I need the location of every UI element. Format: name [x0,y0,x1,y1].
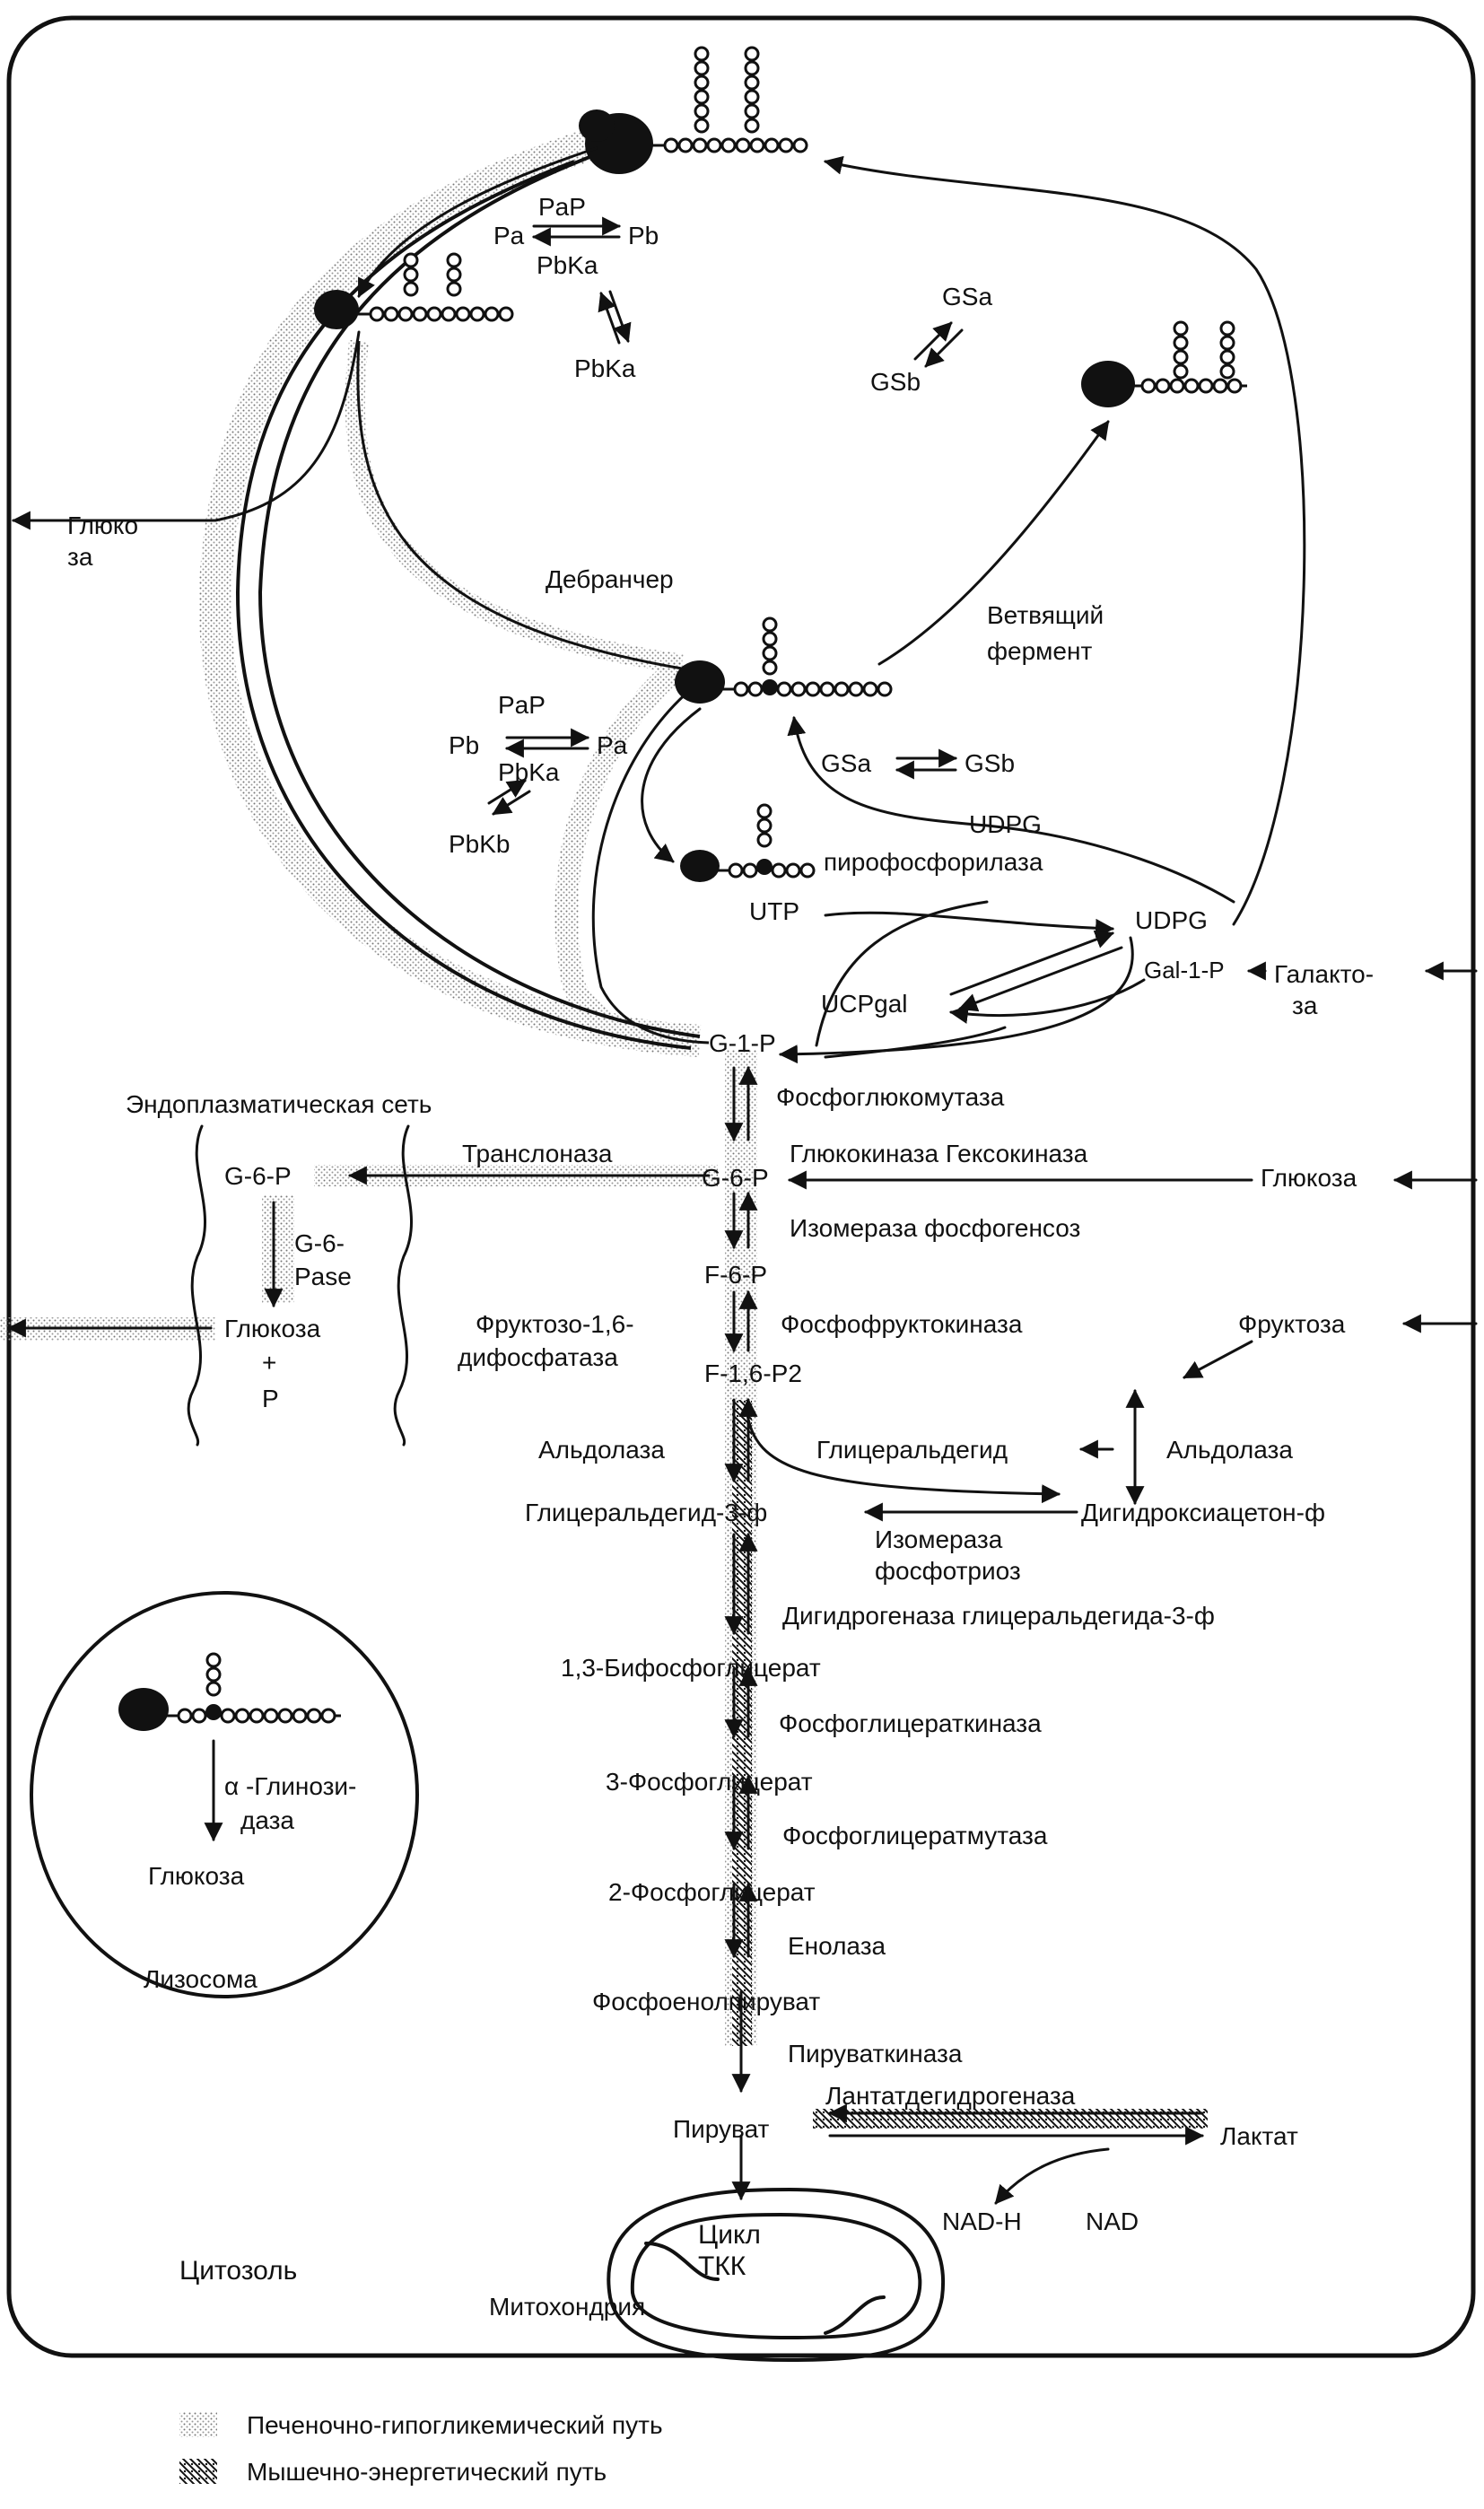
label-galactose-1: Галакто- [1274,960,1374,988]
label-pbka2-top: PbKa [574,354,636,382]
label-fructose: Фруктоза [1238,1310,1346,1338]
label-translocase: Транслоназа [462,1140,613,1167]
label-aldolase-left: Альдолаза [538,1436,665,1464]
legend: Печеночно-гипогликемический путь Мышечно… [179,2411,663,2486]
label-g1p: G-1-P [709,1029,776,1057]
label-glucose-out-2: за [67,543,93,571]
label-galactose-2: за [1292,992,1318,1019]
label-ucpgal: UCPgal [821,990,907,1018]
legend-liver-label: Печеночно-гипогликемический путь [247,2411,663,2439]
label-pb-top: Pb [628,222,659,249]
label-pyruvate: Пируват [673,2115,770,2143]
label-phosphoglucomutase: Фосфоглюкомутаза [776,1083,1005,1111]
label-pa-low: Pa [597,731,628,759]
label-glucokinase: Глюкокиназа Гексокиназа [790,1140,1088,1167]
label-dhap: Дигидроксиацетон-ф [1081,1499,1325,1526]
label-er-p: P [262,1385,279,1412]
label-lysosome-name: Лизосома [144,1965,258,1993]
label-gapdh: Дигидрогеназа глицеральдегида-3-ф [782,1602,1215,1630]
label-ldh: Лантатдегидрогеназа [825,2082,1076,2110]
glycogen-molecule-left [314,252,514,329]
label-pbka-top: PbKa [537,251,598,279]
label-bpg: 1,3-Бифосфоглицерат [561,1654,821,1682]
label-pg3: 3-Фосфоглицерат [606,1768,813,1796]
label-fbpase-1: Фруктозо-1,6- [476,1310,634,1338]
label-pgm: Фосфоглицератмутаза [782,1822,1048,1849]
label-tpi-1: Изомераза [875,1526,1003,1553]
label-f16p2: F-1,6-P2 [704,1359,802,1387]
label-utp: UTP [749,897,799,925]
label-tca-2: ТКК [698,2251,746,2281]
label-pg2: 2-Фосфоглицерат [608,1878,816,1906]
label-pbka-low: PbKa [498,758,560,786]
lysosome-outline [30,1591,419,1998]
label-gsb-low: GSb [965,749,1015,777]
label-g6pase-1: G-6- [294,1229,345,1257]
legend-muscle-label: Мышечно-энергетический путь [247,2458,607,2486]
label-f6p: F-6-P [704,1261,767,1289]
glycogen-molecule-lysosome [118,1652,341,1731]
glycogen-molecule-top [579,46,808,174]
label-pap-low: PaP [498,691,546,719]
label-tca-1: Цикл [698,2220,761,2250]
label-gap: Глицеральдегид-3-ф [525,1499,767,1526]
label-lactate: Лактат [1220,2122,1298,2150]
label-udpg: UDPG [1135,906,1208,934]
label-pk: Пируваткиназа [788,2040,963,2068]
er-membrane [187,1124,413,1447]
glycogen-molecule-right [1081,320,1247,407]
legend-liver-swatch [179,2412,217,2437]
label-er-g6p: G-6-P [224,1162,292,1190]
label-lysosome-enzyme-2: даза [240,1806,294,1834]
label-g6p: G-6-P [702,1164,769,1192]
label-branching-1: Ветвящий [987,601,1104,629]
label-pgk: Фосфоглицераткиназа [779,1709,1042,1737]
label-er: Эндоплазматическая сеть [126,1090,432,1118]
label-lysosome-glucose: Глюкоза [148,1862,245,1890]
cell-border [6,15,1476,2358]
label-glucose-out-1: Глюко [67,511,138,539]
arrows [6,146,1478,2205]
label-er-plus: + [262,1349,276,1377]
label-glyceraldehyde: Глицеральдегид [816,1436,1008,1464]
label-mitochondria: Митохондрия [489,2293,645,2321]
label-debrancher: Дебранчер [546,565,674,593]
label-gsa-low: GSa [821,749,871,777]
glycogen-molecule-center [675,616,893,704]
label-pap-top: PaP [538,193,586,221]
label-glucose-in: Глюкоза [1261,1164,1357,1192]
legend-muscle-swatch [179,2459,217,2484]
label-lysosome-enzyme-1: α -Глинози- [224,1772,356,1800]
label-branching-2: фермент [987,637,1092,665]
label-nadh: NAD-H [942,2207,1022,2235]
label-udpg-enzyme-1: UDPG [969,810,1042,838]
label-gsa-top: GSa [942,283,992,310]
mitochondria-outline [607,2187,946,2363]
glycogen-molecule-small [680,803,816,882]
labels: PaP Pa Pb PbKa PbKa GSa GSb Глюко за Деб… [67,193,1374,2321]
label-udpg-enzyme-2: пирофосфорилаза [824,848,1043,876]
label-nad: NAD [1086,2207,1139,2235]
label-pep: Фосфоенолпируват [592,1988,820,2015]
label-fbpase-2: дифосфатаза [458,1343,618,1371]
label-pbkb-low: PbKb [449,830,511,858]
label-gal1p: Gal-1-P [1144,957,1225,983]
label-cytosol: Цитозоль [179,2256,297,2286]
label-pfk: Фосфофруктокиназа [781,1310,1023,1338]
label-enolase: Енолаза [788,1932,886,1960]
label-gsb-top: GSb [870,368,921,396]
label-isomerase: Изомераза фосфогенсоз [790,1214,1080,1242]
label-er-glucose: Глюкоза [224,1315,321,1342]
label-pa-top: Pa [493,222,525,249]
label-tpi-2: фосфотриоз [875,1557,1021,1585]
label-g6pase-2: Pase [294,1263,352,1290]
label-aldolase-right: Альдолаза [1166,1436,1293,1464]
label-pb-low: Pb [449,731,479,759]
